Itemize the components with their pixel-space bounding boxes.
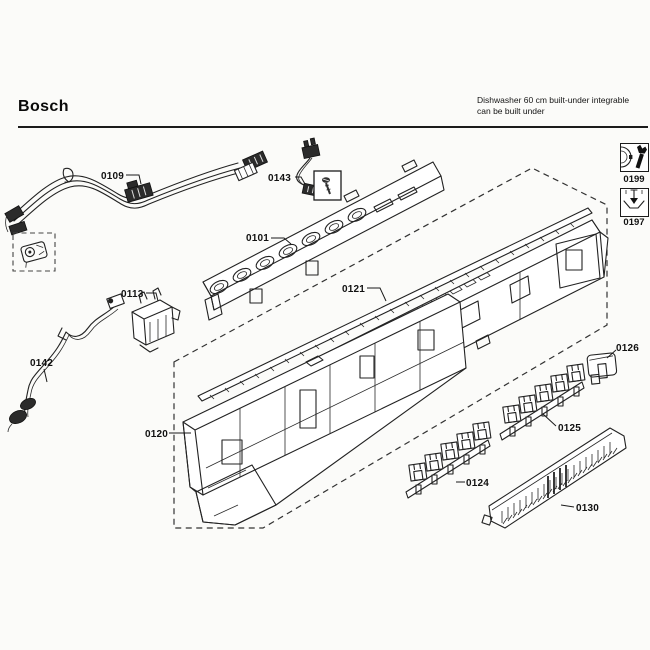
dashed-enclosure bbox=[173, 167, 608, 529]
part-label-0113: 0113 bbox=[121, 289, 144, 300]
clip-detail-box bbox=[12, 232, 56, 272]
header-rule bbox=[18, 126, 648, 129]
product-description: Dishwasher 60 cm built-under integrable … bbox=[477, 95, 649, 117]
part-cable-0142: 0142 bbox=[7, 293, 125, 433]
part-control-module-0101: 0101 bbox=[202, 159, 445, 321]
brand-logo: Bosch bbox=[18, 98, 69, 115]
comb-teeth bbox=[501, 442, 611, 523]
part-button-strip-0125: 0125 bbox=[499, 363, 586, 441]
part-wiring-harness-0109: 0109 bbox=[4, 150, 269, 236]
part-end-cap-0126: 0126 bbox=[586, 343, 639, 385]
part-label-0142: 0142 bbox=[30, 358, 53, 369]
rail-hatching bbox=[209, 222, 575, 400]
part-label-0109: 0109 bbox=[101, 171, 124, 182]
part-trim-strip-0130: 0130 bbox=[481, 427, 627, 529]
legend-label-0197: 0197 bbox=[623, 217, 645, 228]
product-description-line1: Dishwasher 60 cm built-under integrable bbox=[477, 95, 630, 105]
part-label-0121: 0121 bbox=[342, 284, 365, 295]
service-note-box-0199 bbox=[620, 143, 649, 172]
bottom-hatching bbox=[502, 447, 618, 525]
part-switch-0113: 0113 bbox=[121, 287, 181, 353]
part-button-strip-0124: 0124 bbox=[405, 421, 492, 499]
part-label-0120: 0120 bbox=[145, 429, 168, 440]
part-label-0124: 0124 bbox=[466, 478, 489, 489]
service-note-box-0197 bbox=[620, 188, 649, 217]
part-label-0130: 0130 bbox=[576, 503, 599, 514]
harness-connector bbox=[124, 179, 154, 203]
part-label-0143: 0143 bbox=[268, 173, 291, 184]
clips-0125 bbox=[502, 363, 586, 424]
clips-0124 bbox=[408, 421, 492, 482]
part-base-panel-0120: 0120 bbox=[145, 293, 467, 526]
part-label-0125: 0125 bbox=[558, 423, 581, 434]
part-label-0126: 0126 bbox=[616, 343, 639, 354]
screw-detail-box bbox=[313, 170, 342, 201]
mounting-pins bbox=[547, 465, 567, 498]
legend-label-0199: 0199 bbox=[623, 174, 645, 185]
part-label-0101: 0101 bbox=[246, 233, 269, 244]
part-sensor-lead-0143: 0143 bbox=[268, 137, 342, 201]
wrench-dial-icon bbox=[620, 144, 647, 169]
product-description-line2: can be built under bbox=[477, 106, 545, 116]
insert-down-icon bbox=[623, 189, 645, 209]
control-knobs bbox=[209, 207, 367, 295]
